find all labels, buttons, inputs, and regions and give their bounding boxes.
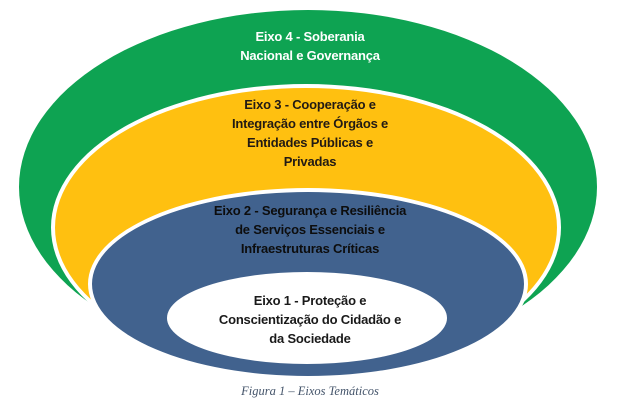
figure-caption: Figura 1 – Eixos Temáticos xyxy=(241,384,379,398)
label-eixo-4: Eixo 4 - Soberania Nacional e Governança xyxy=(240,29,380,63)
ellipse-eixo-1 xyxy=(167,272,447,364)
label-eixo-3: Eixo 3 - Cooperação e Integração entre Ó… xyxy=(231,97,389,169)
label-eixo-2: Eixo 2 - Segurança e Resiliência de Serv… xyxy=(213,203,407,256)
label-eixo-1: Eixo 1 - Proteção e Conscientização do C… xyxy=(218,293,402,346)
